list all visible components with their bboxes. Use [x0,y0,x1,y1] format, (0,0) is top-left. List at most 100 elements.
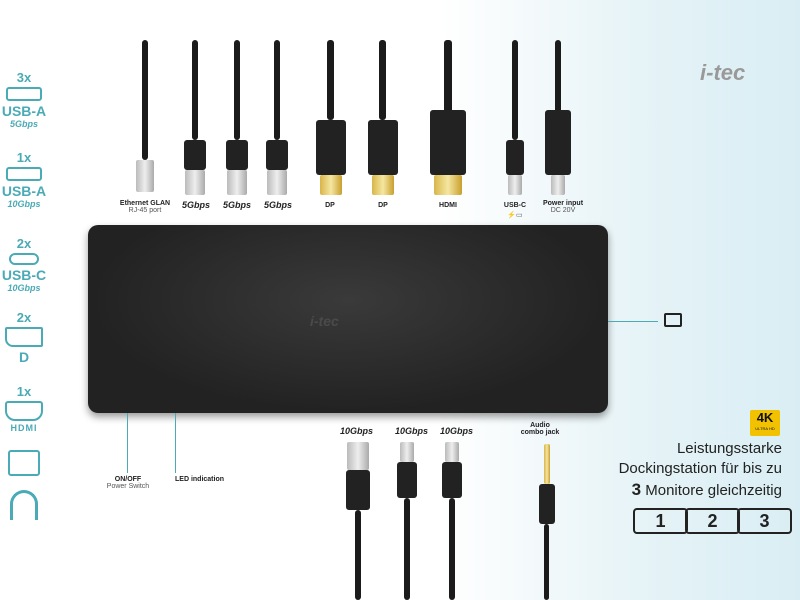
monitor-icon-2: 2 [685,508,740,534]
usb-c-port-icon [9,253,39,265]
dp-plug [368,120,398,175]
usb-a-cable [355,510,361,600]
speed-badge: 10Gbps [340,426,374,436]
label-dp: DP [325,202,335,209]
kensington-lock-icon [664,313,682,327]
dp-cable [327,40,334,120]
monitor-icon-1: 1 [633,508,688,534]
usb-a-plug [184,140,206,170]
usb-a-plug [346,470,370,510]
count: 3x [16,70,32,85]
4k-main: 4K [756,410,774,425]
label: Ethernet GLAN [119,200,171,207]
count: 1x [16,150,32,165]
count: 2x [16,310,32,325]
speed: 10Gbps [7,199,41,209]
monitor-count: 3 [631,480,642,499]
charging-laptop-icon: ⚡▭ [507,212,523,219]
usb-c-plug [506,140,524,175]
sidebar-displayport: 2x D [0,310,48,365]
hdmi-cable [444,40,452,120]
usb-c-metal [445,442,459,462]
audio-cable [544,524,549,600]
usb-c-cable [449,498,455,600]
name: USB-A [1,183,47,199]
usb-a-cable [234,40,240,140]
sidebar-usb-c: 2x USB-C 10Gbps [0,236,48,293]
usb-a-cable [274,40,280,140]
label: Power input [542,200,584,207]
usb-a-plug [226,140,248,170]
sub: Power Switch [106,483,150,490]
brand-logo: i-tec [700,60,746,85]
hdmi-port-icon [5,401,43,421]
usb-c-cable [404,498,410,600]
hdmi-connector [434,175,462,195]
audio-jack-pin [544,444,550,484]
usb-a-metal [347,442,369,470]
label-led: LED indication [175,476,224,483]
speed-badge: 5Gbps [182,200,211,210]
count: 1x [16,384,32,399]
4k-badge: 4K ULTRA HD [750,410,780,436]
headset-icon [0,490,48,520]
usb-a-plug [266,140,288,170]
dp-connector [372,175,394,195]
sidebar-usb-a-10: 1x USB-A 10Gbps [0,150,48,209]
speed-badge: 5Gbps [264,200,293,210]
label-audio: Audio combo jack [520,422,560,436]
usb-a-metal [267,170,287,195]
4k-sub: ULTRA HD [755,426,775,431]
tagline-text: Monitore gleichzeitig [645,482,782,499]
usb-a-metal [227,170,247,195]
dp-connector [320,175,342,195]
docking-station: i-tec [88,225,608,413]
name: HDMI [10,423,38,433]
hdmi-plug [430,110,466,175]
usb-c-metal [400,442,414,462]
label-hdmi: HDMI [439,202,457,209]
led-line [175,413,176,473]
audio-plug [539,484,555,524]
usb-a-cable [192,40,198,140]
dock-logo: i-tec [310,313,339,329]
usb-c-metal [508,175,522,195]
speed-badge: 10Gbps [395,426,429,436]
usb-c-cable [512,40,518,140]
speed: 10Gbps [7,283,41,293]
label-dp: DP [378,202,388,209]
usb-a-port-icon [6,87,42,101]
speed: 5Gbps [9,119,38,129]
ethernet-cable [142,40,148,160]
usb-a-metal [185,170,205,195]
dp-cable [379,40,386,120]
speed-badge: 5Gbps [223,200,252,210]
tagline-line3: 3 Monitore gleichzeitig [632,480,782,500]
dp-logo-icon: D [18,349,30,365]
lock-line [608,321,658,322]
usb-a-port-icon [6,167,42,181]
dp-plug [316,120,346,175]
sidebar-hdmi: 1x HDMI [0,384,48,433]
label-usb-c: USB-C [503,202,527,209]
power-cable [555,40,561,120]
speed-badge: 10Gbps [440,426,474,436]
switch-line [127,413,128,473]
ethernet-port-icon [0,448,48,478]
power-barrel [551,175,565,195]
count: 2x [16,236,32,251]
usb-c-plug [442,462,462,498]
power-plug [545,110,571,175]
name: USB-A [1,103,47,119]
monitor-icon-3: 3 [737,508,792,534]
displayport-icon [5,327,43,347]
rj45-plug [136,160,154,192]
usb-c-plug [397,462,417,498]
tagline-line1: Leistungsstarke [676,440,782,457]
sub: RJ-45 port [128,207,162,214]
tagline-line2: Dockingstation für bis zu [618,460,782,477]
label: ON/OFF [114,476,142,483]
